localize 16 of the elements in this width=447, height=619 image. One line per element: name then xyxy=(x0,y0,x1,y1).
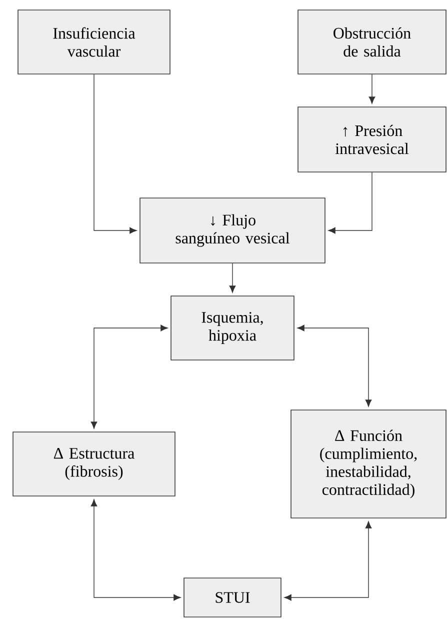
double-arrow xyxy=(90,499,181,601)
process-box: STUI xyxy=(184,578,282,618)
arrow xyxy=(94,74,137,234)
process-box: ↑ Presión intravesical xyxy=(298,106,446,172)
process-box: ↓ Flujo sanguíneo vesical xyxy=(140,198,326,264)
process-box: Obstrucción de salida xyxy=(298,10,446,74)
process-box: Insuficiencia vascular xyxy=(18,10,170,74)
arrow xyxy=(328,172,372,234)
double-arrow xyxy=(90,324,168,429)
arrow xyxy=(229,263,236,293)
process-box: Δ Función (cumplimiento, inestabilidad, contractilidad) xyxy=(290,410,446,518)
arrow xyxy=(368,74,376,104)
process-box: Isquemia, hipoxia xyxy=(170,296,294,360)
double-arrow xyxy=(284,521,372,601)
double-arrow xyxy=(297,324,372,407)
process-box: Δ Estructura (fibrosis) xyxy=(12,432,176,496)
